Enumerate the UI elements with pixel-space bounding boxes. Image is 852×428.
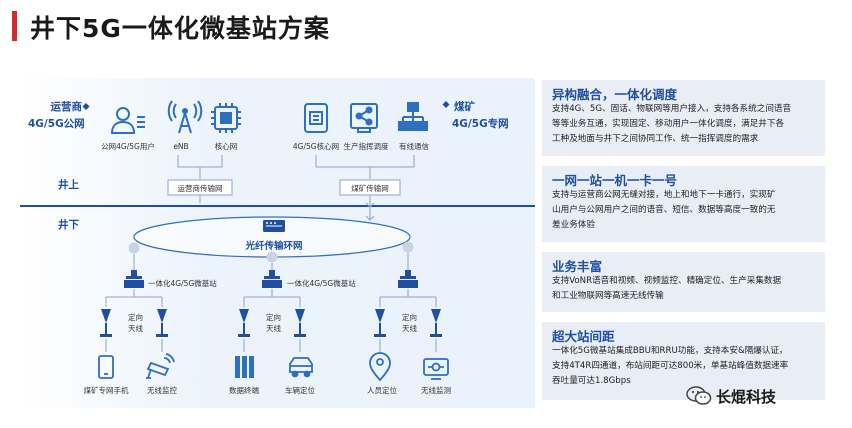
mine-diamond-icon: [442, 101, 450, 108]
below-ground-label: 井下: [58, 218, 79, 231]
feature-line: 山用户与公网用户之间的语音、短信、数据等高度一致的无: [552, 205, 776, 215]
feature-panel-rich-services: 业务丰富 支持VoNR语音和视频、视频监控、精确定位、生产采集数据 和工业物联网…: [542, 252, 825, 312]
enb-tower-icon: [167, 100, 203, 134]
feature-line: 和工业物联网等高速无线传输: [552, 291, 664, 301]
feature-body: 支持4G、5G、固话、物联网等用户接入，支持各系统之间语音 等等业务互通，实现固…: [552, 102, 819, 147]
operator-sub-label: 4G/5G公网: [28, 118, 85, 130]
feature-panel-long-spacing: 超大站间距 一体化5G微基站集成BBU和RRU功能，支持本安&隔爆认证， 支持4…: [542, 322, 825, 400]
antenna-label-3: 定向天线: [402, 312, 417, 333]
brand-watermark: 长焜科技: [686, 385, 776, 407]
base-station-icon-1: [124, 270, 144, 288]
mine-label: 煤矿: [454, 100, 475, 113]
feature-title: 一网一站一机一卡一号: [552, 173, 678, 188]
public-user-label: 公网4G/5G用户: [101, 141, 155, 151]
server-icon: [263, 220, 285, 232]
ring-label: 光纤传输环网: [244, 240, 302, 252]
feature-title: 业务丰富: [552, 259, 603, 274]
vehicle-location-label: 车辆定位: [285, 385, 315, 395]
vehicle-icon: [289, 357, 313, 378]
feature-body: 支持VoNR语音和视频、视频监控、精确定位、生产采集数据 和工业物联网等高速无线…: [552, 274, 819, 304]
feature-line: 等等业务互通，实现固定、移动用户一体化调度，满足井下各: [552, 119, 785, 129]
feature-body: 支持与运营商公网无缝对接，地上和地下一卡通行，实现矿 山用户与公网用户之间的语音…: [552, 188, 819, 233]
operator-label: 运营商: [51, 100, 83, 113]
wired-comm-tree-icon: [398, 102, 428, 131]
title-accent-bar: [12, 11, 17, 41]
page-title: 井下5G一体化微基站方案: [30, 14, 330, 43]
mine-transport-label: 煤矿传输网: [351, 183, 389, 193]
wireless-detect-label: 无线监测: [421, 385, 451, 395]
feature-line: 吞吐量可达1.8Gbps: [552, 376, 631, 386]
data-terminal-icon: [235, 356, 254, 378]
feature-line: 支持4T4R四通道，布站间距可达800米，单基站峰值数据速率: [552, 361, 789, 371]
antenna-label-2: 定向天线: [266, 312, 281, 333]
person-location-icon: [369, 352, 391, 382]
core-network-chip-icon: [211, 103, 241, 133]
enb-label: eNB: [173, 142, 188, 151]
feature-body: 一体化5G微基站集成BBU和RRU功能，支持本安&隔爆认证， 支持4T4R四通道…: [552, 344, 819, 389]
base-station-label-1: 一体化4G/5G微基站: [148, 278, 217, 288]
antenna-label-1: 定向天线: [128, 312, 143, 333]
feature-title: 异构融合，一体化调度: [552, 87, 678, 102]
dispatch-share-icon: [350, 103, 378, 133]
feature-line: 支持VoNR语音和视频、视频监控、精确定位、生产采集数据: [552, 276, 782, 286]
wireless-detect-icon: [423, 358, 449, 380]
data-terminal-label: 数据终端: [229, 385, 259, 395]
operator-diamond-icon: [82, 103, 90, 110]
public-user-icon: [110, 107, 145, 134]
wireless-camera-icon: [146, 353, 175, 379]
brand-name: 长焜科技: [716, 387, 777, 406]
wired-comm-label: 有线通信: [399, 141, 429, 151]
base-station-label-2: 一体化4G/5G微基站: [287, 278, 356, 288]
person-location-label: 人员定位: [367, 385, 397, 395]
feature-line: 差业务体验: [552, 220, 595, 230]
mine-sub-label: 4G/5G专网: [452, 117, 509, 130]
dispatch-label: 生产指挥调度: [344, 141, 389, 151]
mine-phone-icon: [98, 355, 114, 379]
operator-transport-label: 运营商传输网: [178, 183, 223, 193]
feature-line: 工种及地面与井下之间协同工作、统一指挥调度的需求: [552, 134, 759, 144]
antenna-wiring: [105, 289, 437, 307]
feature-title: 超大站间距: [552, 329, 615, 344]
terminal-links: [105, 339, 437, 352]
transport-links: [199, 195, 375, 221]
network-diagram: 运营商 4G/5G公网 煤矿 4G/5G专网 公网4G/5G用户 eNB 核心网…: [20, 78, 535, 408]
wireless-monitor-label: 无线监控: [147, 385, 177, 395]
base-station-icon-3: [398, 270, 418, 288]
feature-line: 支持4G、5G、固话、物联网等用户接入，支持各系统之间语音: [552, 104, 792, 114]
above-ground-label: 井上: [58, 178, 79, 191]
feature-panel-heterogeneous: 异构融合，一体化调度 支持4G、5G、固话、物联网等用户接入，支持各系统之间语音…: [542, 80, 825, 156]
core-network-label: 核心网: [215, 141, 238, 151]
private-core-label: 4G/5G核心网: [293, 141, 339, 151]
wechat-icon: [686, 386, 712, 405]
feature-line: 支持与运营商公网无缝对接，地上和地下一卡通行，实现矿: [552, 190, 776, 200]
private-core-icon: [304, 103, 328, 133]
feature-line: 一体化5G微基站集成BBU和RRU功能，支持本安&隔爆认证，: [552, 346, 788, 356]
base-station-icon-2: [262, 270, 282, 288]
ring-nodes: [128, 241, 414, 263]
antenna-icons: [100, 309, 442, 337]
top-connectors: [177, 155, 415, 179]
mine-phone-label: 煤矿专网手机: [84, 385, 129, 395]
feature-panel-one-network: 一网一站一机一卡一号 支持与运营商公网无缝对接，地上和地下一卡通行，实现矿 山用…: [542, 166, 825, 242]
